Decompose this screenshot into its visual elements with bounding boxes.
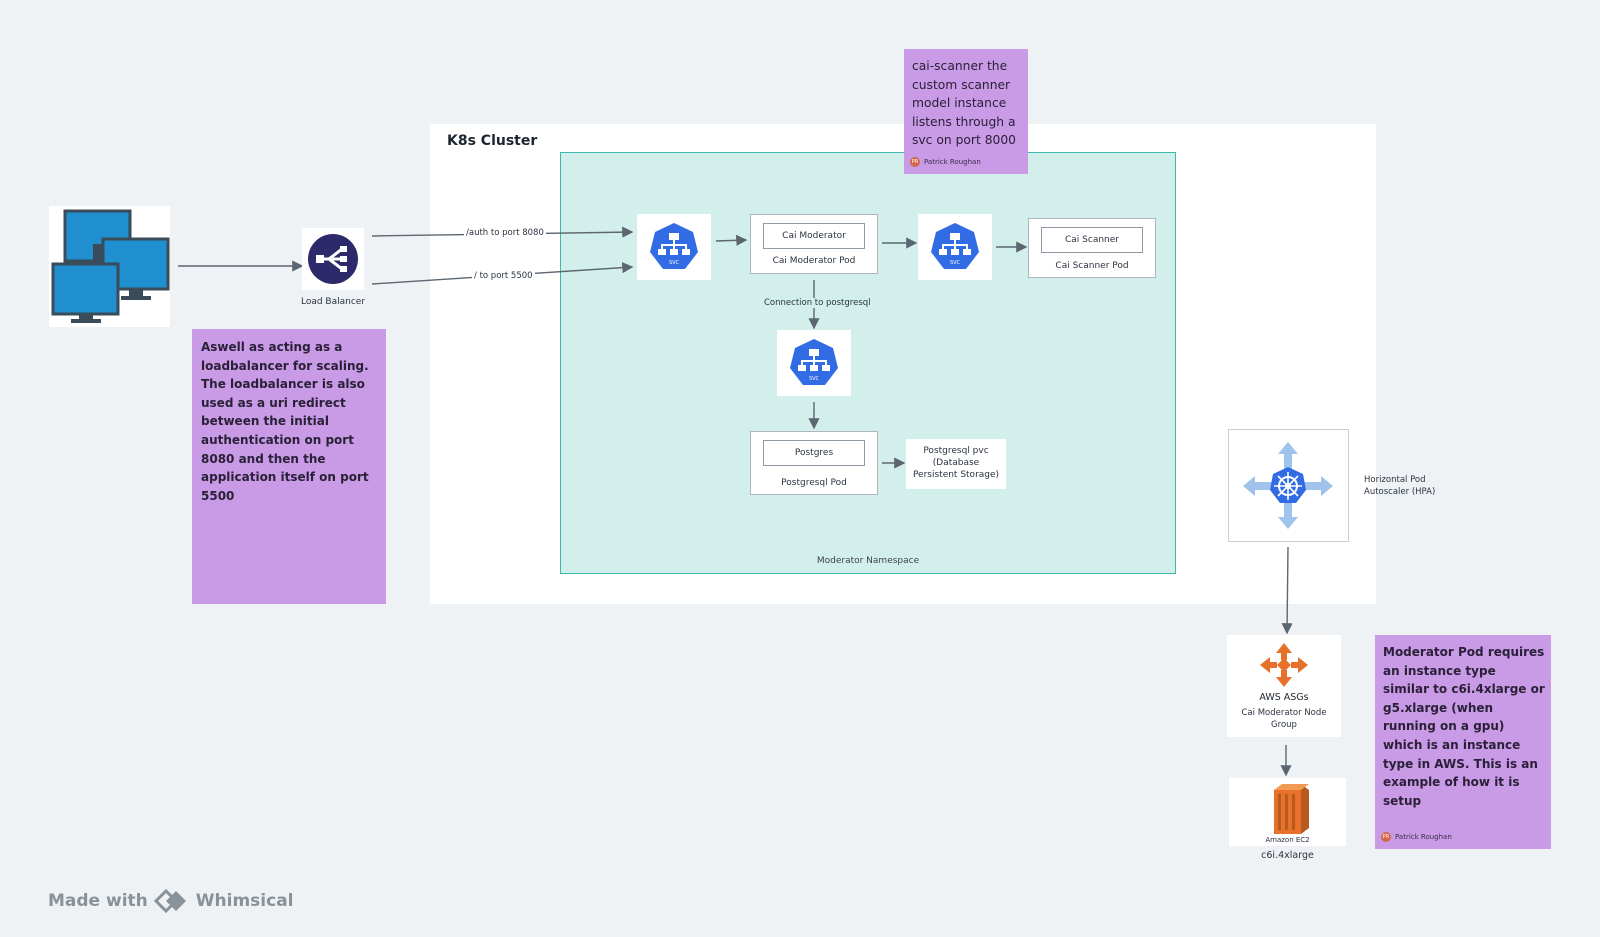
- whimsical-logo-icon: [153, 889, 186, 913]
- ec2-instance-label: c6i.4xlarge: [1261, 850, 1314, 861]
- whimsical-watermark[interactable]: Made with Whimsical: [48, 889, 294, 913]
- load-balancer-sticky-note: Aswell as acting as a loadbalancer for s…: [192, 329, 386, 604]
- cai-moderator-container: Cai Moderator: [763, 223, 865, 249]
- asg-title: AWS ASGs: [1259, 692, 1309, 703]
- postgresql-pod-label: Postgresql Pod: [781, 478, 847, 488]
- svc-text: SVC: [809, 376, 820, 382]
- cai-scanner-pod: Cai Scanner Cai Scanner Pod: [1028, 218, 1156, 278]
- postgresql-pod: Postgres Postgresql Pod: [750, 431, 878, 495]
- svc-icon: SVC: [650, 223, 698, 269]
- svc-text: SVC: [669, 260, 680, 266]
- ec2-icon: [1274, 784, 1309, 834]
- hpa-label: Horizontal Pod Autoscaler (HPA): [1364, 475, 1436, 497]
- cluster-title: K8s Cluster: [447, 133, 538, 149]
- cai-scanner-container: Cai Scanner: [1041, 227, 1143, 253]
- svc-to-moderator-edge: [715, 234, 748, 246]
- svc-entry: SVC: [637, 214, 711, 280]
- svc-icon: SVC: [931, 223, 979, 269]
- cai-moderator-pod: Cai Moderator Cai Moderator Pod: [750, 214, 878, 274]
- hpa-to-asg-edge: [1281, 546, 1293, 635]
- pvc-label: Postgresql pvc (Database Persistent Stor…: [912, 446, 1000, 480]
- moderator-note-author: PR Patrick Roughan: [1381, 832, 1452, 842]
- load-balancer-icon: [308, 234, 358, 284]
- postgres-container: Postgres: [763, 440, 865, 466]
- moderator-note-text: Moderator Pod requires an instance type …: [1383, 645, 1545, 808]
- moderator-sticky-note: Moderator Pod requires an instance type …: [1375, 635, 1551, 849]
- asg-label: Cai Moderator Node Group: [1241, 708, 1327, 730]
- namespace-label: Moderator Namespace: [816, 556, 920, 566]
- autoscaling-icon: [1260, 643, 1308, 687]
- cai-moderator-pod-label: Cai Moderator Pod: [772, 256, 856, 266]
- auth-edge-label: /auth to port 8080: [464, 228, 546, 238]
- scanner-note-text: cai-scanner the custom scanner model ins…: [912, 59, 1016, 148]
- hpa-icon: [1243, 442, 1333, 529]
- scanner-note-author: PR Patrick Roughan: [910, 157, 981, 167]
- clients: [49, 206, 170, 327]
- aws-asgs: AWS ASGs Cai Moderator Node Group: [1227, 635, 1341, 737]
- svc-scanner: SVC: [918, 214, 992, 280]
- author-name: Patrick Roughan: [924, 158, 981, 166]
- app-edge-label: / to port 5500: [472, 271, 535, 281]
- ec2-inner-label: Amazon EC2: [1265, 836, 1310, 844]
- author-avatar: PR: [910, 157, 920, 167]
- load-balancer-note-text: Aswell as acting as a loadbalancer for s…: [201, 340, 369, 503]
- hpa: [1228, 429, 1349, 542]
- load-balancer: [302, 228, 364, 290]
- svc-text: SVC: [950, 260, 961, 266]
- monitors-icon: [51, 209, 170, 323]
- postgresql-pvc: Postgresql pvc (Database Persistent Stor…: [906, 439, 1006, 489]
- amazon-ec2: Amazon EC2: [1229, 778, 1346, 846]
- postgres-connection-label: Connection to postgresql: [762, 298, 873, 308]
- author-avatar: PR: [1381, 832, 1391, 842]
- scanner-sticky-note: cai-scanner the custom scanner model ins…: [904, 49, 1028, 174]
- load-balancer-label: Load Balancer: [300, 297, 366, 307]
- svc-database: SVC: [777, 330, 851, 396]
- whimsical-brand-text: Whimsical: [195, 891, 294, 911]
- svc-icon: SVC: [790, 339, 838, 385]
- made-with-text: Made with: [48, 891, 148, 911]
- cai-scanner-pod-label: Cai Scanner Pod: [1055, 261, 1129, 271]
- author-name: Patrick Roughan: [1395, 833, 1452, 841]
